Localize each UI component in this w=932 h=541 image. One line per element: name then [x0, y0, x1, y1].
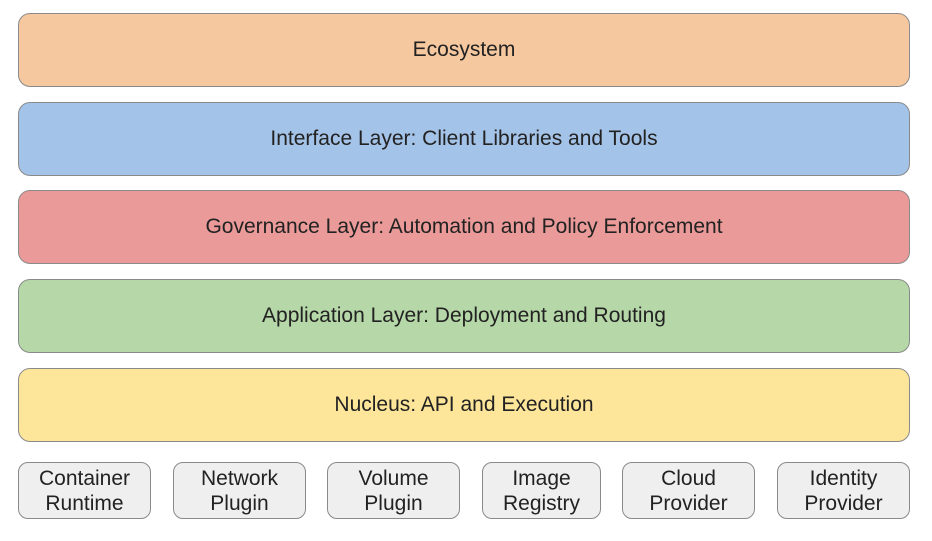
layer-governance: Governance Layer: Automation and Policy … — [18, 190, 910, 264]
component-label-line1: Volume — [358, 466, 429, 490]
component-label-line2: Plugin — [210, 491, 269, 515]
component-label-line2: Provider — [649, 491, 728, 515]
component-label-line1: Cloud — [661, 466, 716, 490]
layer-label: Application Layer: Deployment and Routin… — [262, 304, 666, 327]
component-image-registry: Image Registry — [482, 462, 601, 519]
layer-label: Interface Layer: Client Libraries and To… — [270, 127, 658, 150]
component-cloud-provider: Cloud Provider — [622, 462, 755, 519]
layer-nucleus: Nucleus: API and Execution — [18, 368, 910, 442]
layer-interface: Interface Layer: Client Libraries and To… — [18, 102, 910, 176]
component-volume-plugin: Volume Plugin — [327, 462, 460, 519]
component-network-plugin: Network Plugin — [173, 462, 306, 519]
component-label-line2: Plugin — [364, 491, 423, 515]
component-label-line1: Identity — [809, 466, 878, 490]
component-label-line2: Registry — [502, 491, 581, 515]
component-identity-provider: Identity Provider — [777, 462, 910, 519]
layer-label: Ecosystem — [412, 38, 516, 61]
layer-application: Application Layer: Deployment and Routin… — [18, 279, 910, 353]
component-label-line1: Network — [200, 466, 279, 490]
component-label-line1: Image — [512, 466, 571, 490]
component-container-runtime: Container Runtime — [18, 462, 151, 519]
layer-label: Governance Layer: Automation and Policy … — [205, 215, 723, 238]
component-label-line2: Provider — [804, 491, 883, 515]
component-label-line2: Runtime — [45, 491, 124, 515]
layer-ecosystem: Ecosystem — [18, 13, 910, 87]
component-label-line1: Container — [38, 466, 131, 490]
layer-label: Nucleus: API and Execution — [334, 393, 594, 416]
